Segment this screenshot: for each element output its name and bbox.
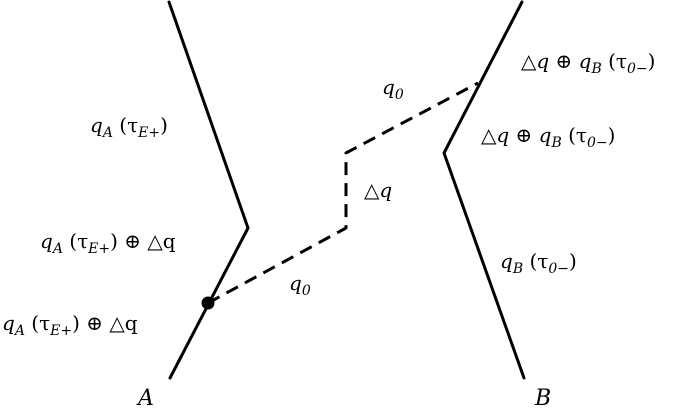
worldline-b (442, 0, 526, 380)
label-endpoint-b: B (534, 386, 551, 410)
label-a-lower: qA (τE+) ⊕ △q (2, 311, 138, 339)
label-q0-top: q0 (382, 75, 404, 103)
label-a-upper: qA (τE+) (90, 113, 168, 141)
event-point (201, 296, 215, 310)
label-b-lower: qB (τ0−) (500, 249, 577, 277)
label-delta-q: △q (364, 178, 392, 202)
dashed-path (207, 81, 479, 305)
label-q0-bottom: q0 (289, 271, 311, 299)
label-endpoint-a: A (136, 386, 154, 410)
label-a-middle: qA (τE+) ⊕ △q (40, 229, 176, 257)
label-b-upper: △q ⊕ qB (τ0−) (521, 49, 655, 77)
worldline-a (167, 0, 250, 380)
label-b-middle: △q ⊕ qB (τ0−) (481, 123, 615, 151)
